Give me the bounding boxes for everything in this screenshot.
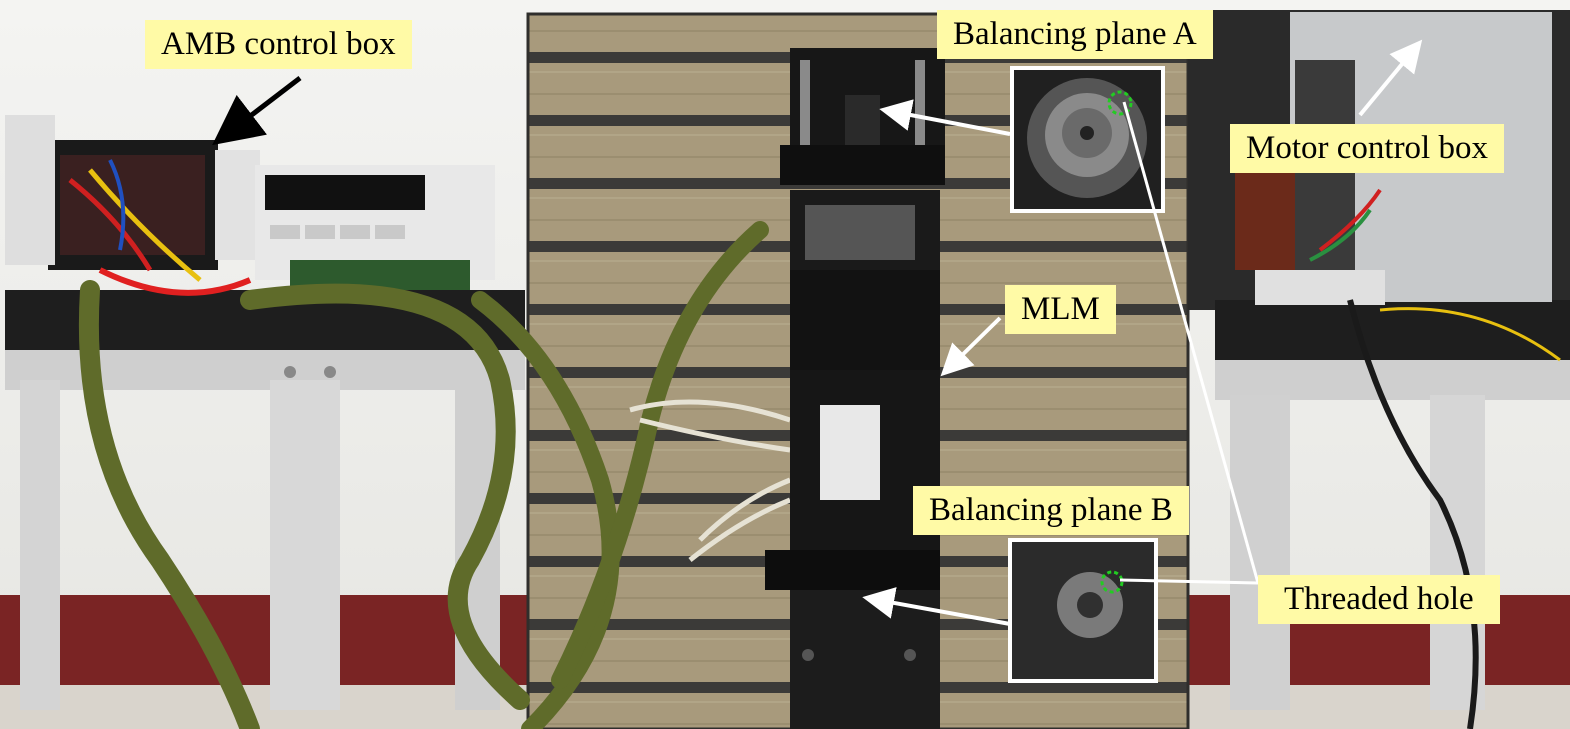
- arrow-mlm: [940, 316, 1002, 377]
- label-amb-control-box: AMB control box: [145, 20, 412, 69]
- right-table: [1215, 300, 1570, 710]
- threaded-hole-marker-b: [1100, 570, 1124, 594]
- label-mlm: MLM: [1005, 285, 1116, 334]
- label-threaded-hole: Threaded hole: [1258, 575, 1500, 624]
- label-balancing-plane-b: Balancing plane B: [913, 486, 1189, 535]
- leader-threaded-hole-a: [1122, 101, 1260, 584]
- arrow-amb-control-box: [212, 76, 302, 146]
- balancing-plane-a-inset: [1010, 66, 1165, 213]
- arrow-balancing-plane-b: [862, 587, 1011, 626]
- threaded-hole-marker-a: [1107, 90, 1133, 116]
- label-motor-control-box: Motor control box: [1230, 124, 1504, 173]
- balancing-plane-b-inset: [1008, 538, 1158, 683]
- arrow-motor-control-box: [1358, 39, 1423, 117]
- label-balancing-plane-a: Balancing plane A: [937, 10, 1213, 59]
- leader-threaded-hole-b: [1119, 578, 1259, 585]
- arrow-balancing-plane-a: [879, 99, 1011, 136]
- mlm-machine: [765, 48, 945, 729]
- amb-control-box-hardware: [5, 115, 495, 296]
- white-cables: [629, 399, 791, 562]
